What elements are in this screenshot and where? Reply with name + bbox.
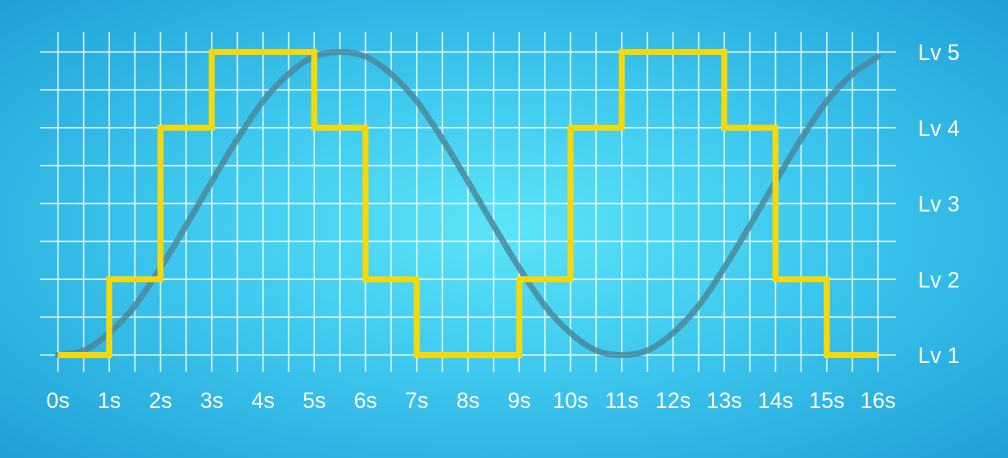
x-axis-labels: 0s 1s 2s 3s 4s 5s 6s 7s 8s 9s 10s 11s 12s 13s 14s 15s 16… xyxy=(46,388,895,413)
x-tick-label: 10s xyxy=(553,388,588,413)
x-tick-label: 3s xyxy=(200,388,223,413)
step-point xyxy=(672,51,674,53)
step-point xyxy=(160,127,161,129)
x-tick-label: 8s xyxy=(456,388,479,413)
step-point xyxy=(518,278,520,280)
x-tick-label: 5s xyxy=(303,388,326,413)
x-tick-label: 1s xyxy=(98,388,121,413)
x-tick-label: 14s xyxy=(758,388,793,413)
step-point xyxy=(877,354,879,356)
series-smooth-curve xyxy=(55,48,881,359)
step-point xyxy=(313,127,315,129)
step-point xyxy=(467,354,469,356)
step-point xyxy=(570,127,571,129)
x-tick-label: 11s xyxy=(605,388,639,413)
y-axis-labels: Lv 1 Lv 2 Lv 3 Lv 4 Lv 5 xyxy=(918,40,960,368)
step-point xyxy=(416,354,418,356)
x-tick-label: 4s xyxy=(251,388,274,413)
y-tick-label: Lv 2 xyxy=(918,267,960,292)
y-tick-label: Lv 1 xyxy=(918,343,960,368)
x-tick-label: 6s xyxy=(354,388,377,413)
series-layer xyxy=(55,48,881,359)
x-tick-label: 7s xyxy=(405,388,428,413)
grid xyxy=(40,32,896,372)
x-tick-label: 15s xyxy=(809,388,844,413)
y-tick-label: Lv 3 xyxy=(918,192,960,217)
step-point xyxy=(211,51,213,53)
y-tick-label: Lv 4 xyxy=(918,116,960,141)
y-tick-label: Lv 5 xyxy=(918,40,960,65)
step-point xyxy=(262,51,264,53)
x-tick-label: 9s xyxy=(508,388,531,413)
step-point xyxy=(723,127,725,129)
step-point xyxy=(57,354,59,356)
x-tick-label: 12s xyxy=(655,388,690,413)
x-tick-label: 16s xyxy=(860,388,895,413)
step-point xyxy=(365,278,366,280)
step-point xyxy=(108,278,110,280)
x-tick-label: 13s xyxy=(707,388,742,413)
step-point xyxy=(775,278,776,280)
x-tick-label: 0s xyxy=(46,388,69,413)
step-point xyxy=(826,354,828,356)
step-point xyxy=(621,51,623,53)
x-tick-label: 2s xyxy=(149,388,172,413)
